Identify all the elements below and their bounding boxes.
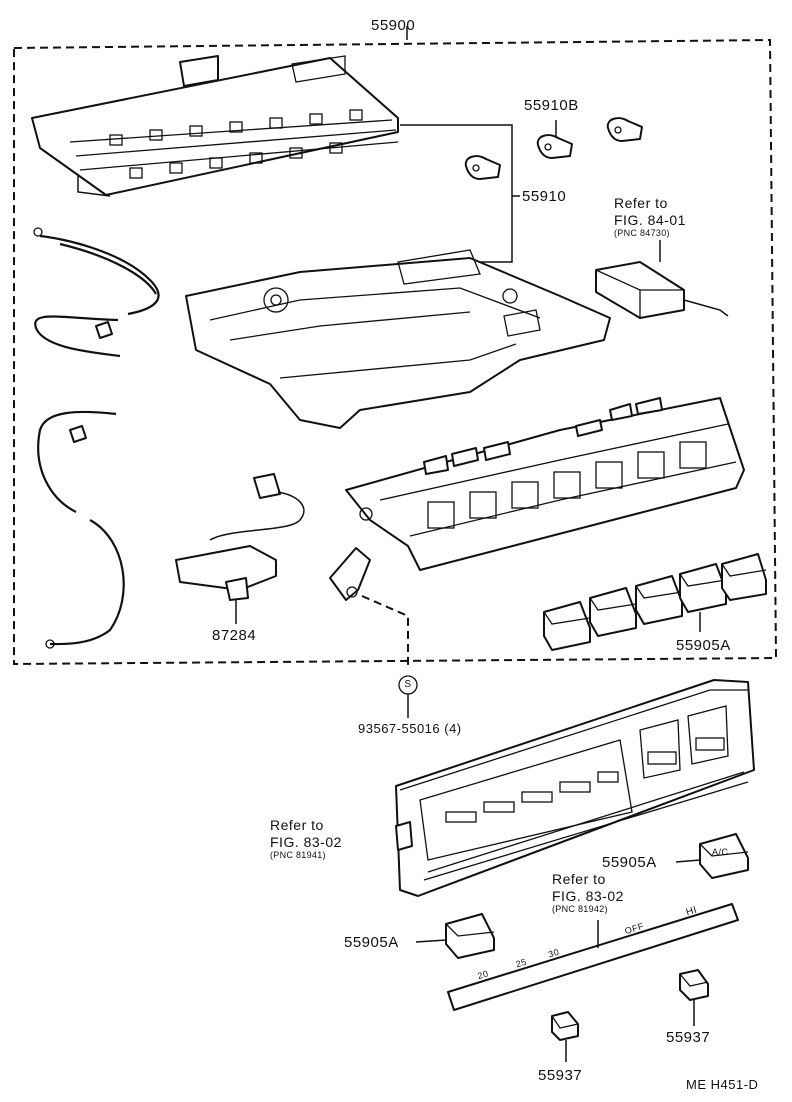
label-part-87284: 87284 [212, 627, 257, 644]
control-slider-board [31, 55, 399, 197]
servo-connector [595, 240, 729, 319]
label-part-55910b: 55910B [524, 97, 579, 114]
scale-tick-25: 25 [514, 956, 529, 970]
scale-tick-20: 20 [476, 968, 490, 982]
ref-fig-number: FIG. 84-01 [614, 212, 686, 228]
screw-symbol-label: S [404, 679, 412, 690]
knob-lower-right [679, 969, 709, 1026]
scale-off: OFF [623, 920, 646, 937]
label-part-55905a-upper: 55905A [676, 637, 731, 654]
ref-pnc: (PNC 84730) [614, 228, 670, 238]
ref-fig-83-02-left: Refer to FIG. 83-02 (PNC 81941) [270, 818, 342, 860]
diagram-code: ME H451-D [686, 1077, 759, 1092]
knob-lower-left [551, 1011, 579, 1062]
label-part-55937-right: 55937 [666, 1029, 711, 1046]
lamp-socket-b-2 [606, 117, 643, 142]
control-cable-upper [33, 227, 160, 358]
sensor-harness [175, 473, 305, 624]
control-cable-lower [37, 410, 125, 649]
screw-symbol-icon [398, 675, 418, 718]
assembly-boundary [13, 26, 778, 666]
knob-left [415, 913, 495, 959]
label-part-55905a-ac: 55905A [602, 854, 657, 871]
knob-ac [675, 833, 749, 879]
label-part-55910: 55910 [522, 188, 567, 205]
label-part-55905a-left: 55905A [344, 934, 399, 951]
ref-refer-to: Refer to [614, 195, 668, 211]
ref-fig-83-02-right: Refer to FIG. 83-02 (PNC 81942) [552, 872, 624, 914]
temperature-scale-plate [447, 903, 739, 1011]
ref-fig-number: FIG. 83-02 [552, 888, 624, 904]
lamp-socket [464, 155, 501, 180]
ref-pnc: (PNC 81941) [270, 850, 326, 860]
ref-fig-84-01: Refer to FIG. 84-01 (PNC 84730) [614, 196, 686, 238]
lamp-socket-b-1 [536, 134, 573, 159]
label-part-55937-left: 55937 [538, 1067, 583, 1084]
front-bezel [395, 679, 755, 897]
label-part-93567: 93567-55016 (4) [358, 721, 462, 736]
label-part-55900: 55900 [371, 17, 416, 34]
ref-pnc: (PNC 81942) [552, 904, 608, 914]
control-frame [185, 249, 611, 429]
ref-refer-to: Refer to [552, 871, 606, 887]
knob-ac-text: A/C [712, 847, 729, 857]
scale-hi: HI [684, 904, 699, 919]
knob-row-upper [543, 553, 767, 651]
scale-tick-30: 30 [547, 946, 561, 960]
control-housing [329, 397, 745, 601]
ref-fig-number: FIG. 83-02 [270, 834, 342, 850]
ref-refer-to: Refer to [270, 817, 324, 833]
